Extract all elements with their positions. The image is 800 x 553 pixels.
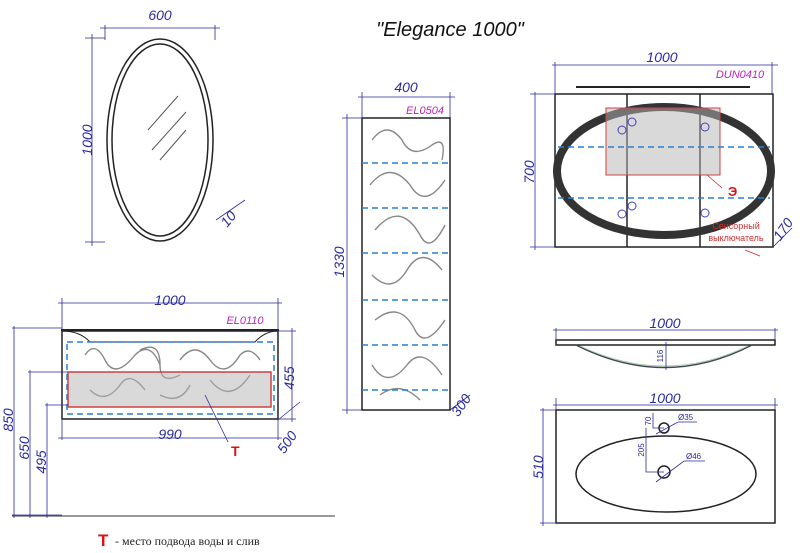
basin-top-view: 1000 510 Ø35 Ø46 70 205 <box>530 390 778 526</box>
sensor-switch-label-2: выключатель <box>708 233 764 243</box>
offset-205-label: 205 <box>637 443 646 457</box>
basin-side-width-label: 1000 <box>649 315 680 331</box>
basin-top-depth-label: 510 <box>530 455 546 479</box>
mirror-cabinet-code: DUN0410 <box>716 69 765 81</box>
drawing-title: "Elegance 1000" <box>376 19 525 41</box>
basin-side-view: 1000 116 <box>553 315 778 370</box>
vanity-view: 1000 EL0110 990 455 500 850 650 495 Т <box>0 292 335 518</box>
vanity-code: EL0110 <box>226 315 264 327</box>
water-supply-mark: Т <box>231 443 240 459</box>
pencil-case-depth-label: 300 <box>448 391 475 419</box>
drain-hole-diameter-label: Ø46 <box>686 452 702 461</box>
faucet-hole-diameter-label: Ø35 <box>678 413 694 422</box>
legend-mark: Т <box>98 531 109 550</box>
mirror-cabinet-width-label: 1000 <box>646 49 677 65</box>
legend: Т - место подвода воды и слив <box>98 531 260 550</box>
mirror-cabinet-view: 1000 DUN0410 700 170 Э Сенсорный выключа… <box>521 49 796 257</box>
mirror-cabinet-height-label: 700 <box>521 160 537 184</box>
pencil-case-view: 400 EL0504 1330 300 <box>331 79 474 419</box>
pencil-case-height-label: 1330 <box>331 246 347 277</box>
height-650-label: 650 <box>16 436 32 460</box>
vanity-height-label: 455 <box>281 366 297 390</box>
pencil-case-width-label: 400 <box>394 79 418 95</box>
height-850-label: 850 <box>0 408 16 432</box>
mirror-width-label: 600 <box>148 7 172 23</box>
vanity-inner-width-label: 990 <box>158 426 182 442</box>
mirror-height-label: 1000 <box>79 124 95 155</box>
basin-top-width-label: 1000 <box>649 390 680 406</box>
basin-depth-label: 116 <box>656 349 665 362</box>
socket-mark: Э <box>728 184 737 199</box>
pencil-case-code: EL0504 <box>406 105 444 117</box>
legend-text: - место подвода воды и слив <box>115 534 260 548</box>
sensor-switch-label-1: Сенсорный <box>712 221 760 231</box>
height-495-label: 495 <box>33 450 49 474</box>
mirror-view: 600 1000 10 <box>79 7 246 246</box>
offset-70-label: 70 <box>644 416 653 425</box>
vanity-width-label: 1000 <box>154 292 185 308</box>
mirror-depth-label: 10 <box>217 208 239 230</box>
